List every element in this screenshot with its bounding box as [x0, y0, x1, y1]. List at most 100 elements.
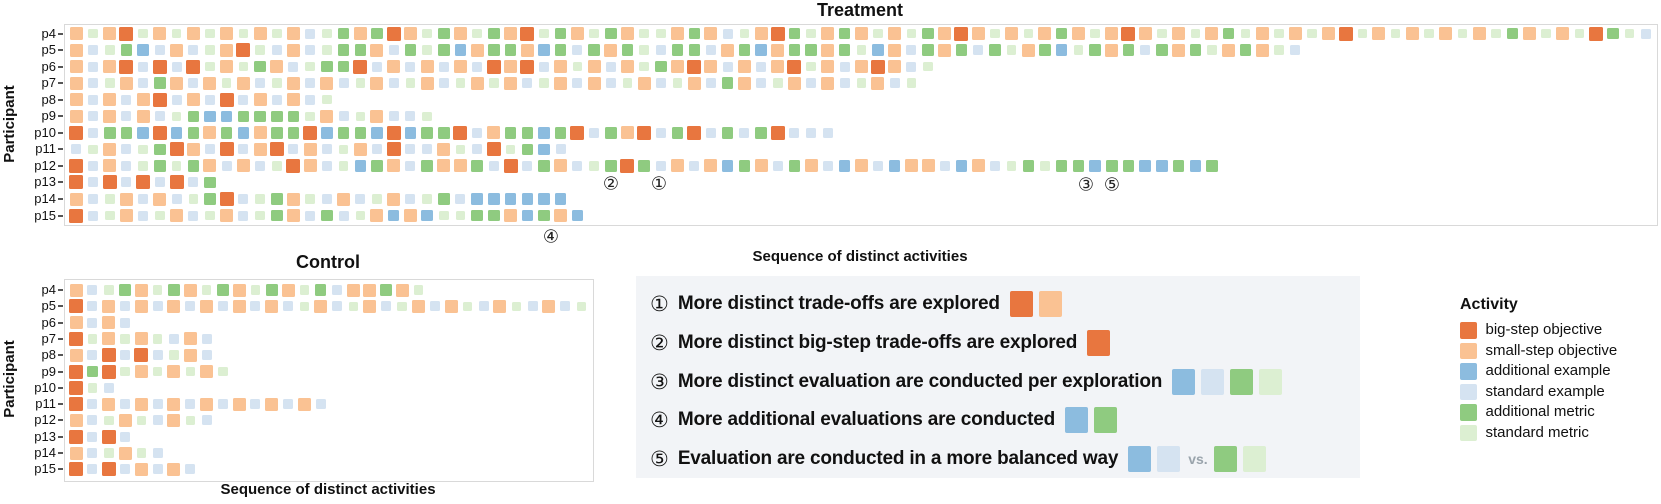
activity-square-standard-metric	[873, 28, 883, 39]
activity-square-small-step-objective	[554, 60, 568, 74]
participant-row-label: p8	[41, 91, 56, 107]
annotation-swatch-standard-metric	[1242, 446, 1266, 473]
axis-tick	[58, 214, 63, 217]
axis-tick	[58, 49, 63, 52]
activity-square-additional-example	[137, 127, 149, 139]
activity-square-standard-metric	[299, 285, 310, 295]
activity-square-big-step-objective	[69, 380, 84, 395]
annotation-text: More distinct big-step trade-offs are ex…	[677, 332, 1078, 354]
activity-square-small-step-objective	[671, 159, 685, 173]
activity-square-standard-example	[88, 127, 99, 138]
activity-square-standard-example	[822, 160, 833, 171]
activity-square-small-step-objective	[821, 27, 835, 40]
activity-square-big-step-objective	[570, 125, 585, 140]
activity-square-small-step-objective	[504, 76, 518, 90]
annotation-text: More additional evaluations are conducte…	[677, 409, 1055, 431]
activity-square-standard-example	[889, 78, 900, 89]
activity-square-additional-metric	[371, 27, 383, 40]
activity-square-standard-example	[405, 160, 416, 171]
activity-square-additional-metric	[488, 209, 500, 222]
activity-square-standard-example	[989, 160, 1000, 171]
activity-square-additional-metric	[1055, 160, 1068, 172]
activity-square-small-step-objective	[200, 299, 214, 313]
annotation-swatch-additional-example	[1172, 368, 1196, 395]
activity-square-standard-example	[305, 28, 316, 39]
activity-square-small-step-objective	[1071, 27, 1085, 40]
activity-square-small-step-objective	[136, 109, 150, 123]
activity-square-small-step-objective	[671, 27, 685, 40]
activity-square-small-step-objective	[270, 60, 284, 74]
activity-square-standard-example	[338, 78, 349, 89]
activity-square-standard-metric	[155, 210, 165, 221]
activity-square-additional-metric	[955, 44, 968, 56]
activity-square-small-step-objective	[403, 209, 417, 223]
activity-square-small-step-objective	[821, 76, 835, 90]
control-title: Control	[296, 252, 360, 272]
activity-square-additional-metric	[488, 27, 500, 40]
activity-square-big-step-objective	[219, 192, 234, 206]
activity-square-additional-example	[404, 127, 417, 139]
activity-square-small-step-objective	[136, 93, 150, 107]
activity-square-additional-example	[721, 160, 734, 172]
activity-square-standard-metric	[355, 111, 365, 121]
activity-square-standard-example	[288, 61, 299, 72]
activity-square-standard-example	[722, 61, 733, 72]
activity-square-small-step-objective	[153, 192, 167, 206]
activity-square-small-step-objective	[103, 93, 117, 107]
legend-item: standard metric	[1460, 424, 1617, 441]
activity-square-small-step-objective	[134, 365, 148, 378]
activity-square-big-step-objective	[687, 125, 702, 140]
activity-square-additional-metric	[838, 44, 851, 56]
activity-square-standard-example	[488, 160, 499, 171]
participant-row-label: p7	[41, 330, 56, 346]
activity-square-standard-metric	[338, 161, 349, 171]
activity-square-big-step-objective	[69, 462, 84, 477]
activity-square-small-step-objective	[102, 332, 116, 346]
activity-square-standard-metric	[255, 194, 265, 204]
activity-square-standard-example	[121, 94, 132, 105]
activity-square-additional-metric	[805, 44, 817, 56]
activity-square-additional-metric	[1607, 27, 1619, 40]
activity-square-additional-metric	[721, 77, 734, 89]
activity-square-small-step-objective	[771, 43, 785, 57]
activity-square-small-step-objective	[1005, 27, 1019, 40]
activity-square-small-step-objective	[286, 76, 300, 90]
activity-square-additional-metric	[337, 44, 350, 56]
participant-row-label: p10	[34, 379, 56, 395]
activity-square-small-step-objective	[103, 159, 117, 173]
activity-square-small-step-objective	[232, 397, 246, 411]
activity-square-standard-example	[221, 160, 232, 171]
activity-square-small-step-objective	[888, 43, 902, 57]
activity-square-standard-metric	[104, 285, 114, 295]
activity-square-standard-example	[388, 111, 399, 122]
activity-square-standard-example	[839, 78, 850, 89]
activity-square-small-step-objective	[253, 142, 267, 156]
activity-square-standard-example	[250, 399, 261, 410]
activity-square-small-step-objective	[134, 462, 148, 476]
activity-square-small-step-objective	[183, 332, 197, 346]
activity-square-additional-metric	[688, 44, 700, 56]
activity-square-additional-metric	[471, 209, 483, 222]
activity-square-small-step-objective	[1322, 27, 1336, 40]
activity-square-big-step-objective	[303, 125, 318, 140]
activity-square-small-step-objective	[363, 299, 377, 313]
activity-square-standard-example	[201, 350, 212, 361]
activity-square-small-step-objective	[821, 60, 835, 74]
activity-square-standard-example	[478, 301, 489, 312]
activity-square-standard-example	[1290, 45, 1301, 56]
activity-square-small-step-objective	[1105, 27, 1119, 40]
axis-tick	[58, 148, 63, 151]
activity-square-small-step-objective	[353, 27, 367, 40]
activity-square-standard-example	[121, 111, 132, 122]
activity-square-standard-example	[188, 45, 199, 56]
axis-tick	[58, 419, 63, 422]
activity-square-small-step-objective	[167, 299, 181, 313]
activity-square-standard-metric	[639, 28, 649, 39]
activity-square-big-step-objective	[69, 331, 84, 346]
activity-square-standard-example	[271, 45, 282, 56]
activity-square-standard-example	[283, 301, 294, 312]
participant-row-label: p6	[41, 314, 56, 330]
participant-row-label: p12	[34, 412, 56, 428]
activity-square-small-step-objective	[437, 142, 451, 156]
activity-square-additional-metric	[788, 27, 801, 40]
